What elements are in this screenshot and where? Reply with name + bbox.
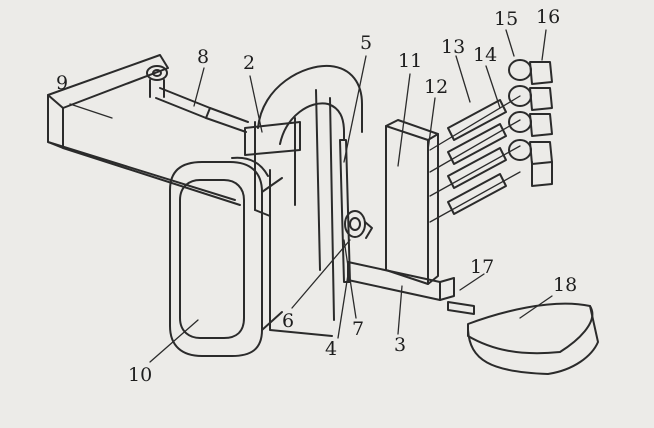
label-15: 15 — [494, 8, 519, 30]
caps-part-16 — [529, 61, 553, 187]
tray-part-9 — [47, 54, 241, 206]
window-frame-part-10 — [169, 161, 283, 357]
label-17: 17 — [470, 256, 495, 278]
rods-part-12 — [429, 95, 521, 223]
arm-rod-part-8 — [146, 65, 249, 133]
label-18: 18 — [553, 274, 578, 296]
label-3: 3 — [394, 334, 407, 356]
label-10: 10 — [128, 364, 153, 386]
tubes-part-13 — [447, 99, 507, 215]
label-13: 13 — [441, 36, 466, 58]
label-6: 6 — [282, 310, 295, 332]
label-7: 7 — [352, 318, 365, 340]
clips-part-15 — [508, 59, 532, 161]
scoop-part-18 — [467, 302, 599, 375]
connector-part-17 — [447, 301, 475, 315]
label-8: 8 — [197, 46, 210, 68]
label-14: 14 — [473, 44, 498, 66]
label-12: 12 — [424, 76, 449, 98]
leader-lines — [69, 29, 553, 363]
column-part-2 — [244, 117, 301, 217]
label-11: 11 — [398, 50, 423, 72]
label-4: 4 — [325, 338, 338, 360]
label-9: 9 — [56, 72, 69, 94]
main-frame-part-1 — [231, 64, 363, 337]
label-2: 2 — [243, 52, 256, 74]
label-16: 16 — [536, 6, 561, 28]
slot-part-5 — [339, 139, 351, 283]
plate-part-11 — [385, 119, 439, 285]
hub-part-6 — [344, 210, 373, 239]
label-5: 5 — [360, 32, 373, 54]
